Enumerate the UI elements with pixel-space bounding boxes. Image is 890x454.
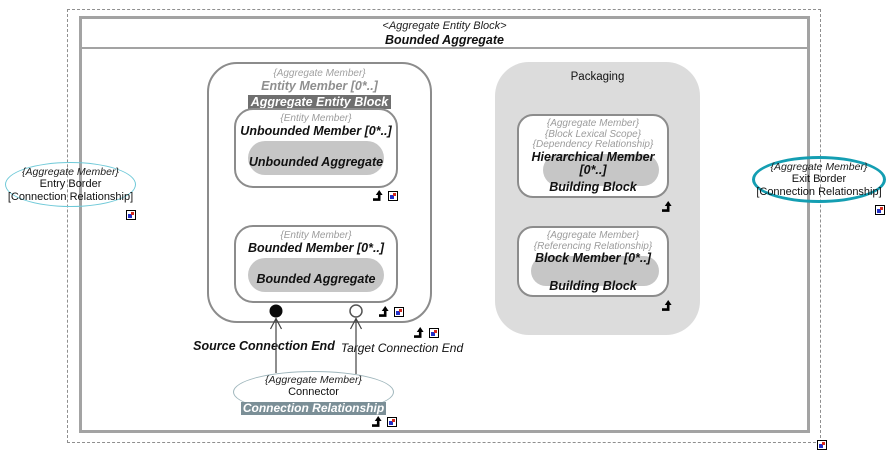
bent-up-arrow-icon[interactable] — [373, 190, 385, 201]
element-marker-icon[interactable] — [126, 210, 136, 220]
bent-up-arrow-icon[interactable] — [662, 300, 674, 311]
entity-member-name: Entity Member [0*..] — [261, 79, 378, 93]
source-connection-end-label: Source Connection End — [193, 339, 335, 353]
bounded-aggregate-shape[interactable]: Bounded Aggregate — [248, 258, 384, 292]
hierarchical-stereotype-3: {Dependency Relationship} — [532, 139, 654, 150]
entity-container-icons — [414, 327, 439, 338]
hierarchical-member-type: Building Block — [549, 180, 637, 194]
element-marker-icon[interactable] — [429, 327, 439, 338]
block-stereotype: <Aggregate Entity Block> — [382, 20, 507, 32]
bounded-aggregate-label: Bounded Aggregate — [256, 272, 376, 286]
entry-border-icons — [126, 210, 136, 220]
building-block-shape — [543, 154, 659, 186]
bent-up-arrow-icon[interactable] — [372, 416, 384, 427]
exit-border-name: Exit Border — [791, 173, 847, 185]
entry-border-type: [Connection Relationship] — [7, 190, 134, 203]
bent-up-arrow-icon[interactable] — [414, 327, 426, 338]
connector-stereotype: {Aggregate Member} — [265, 374, 362, 386]
exit-border-ellipse[interactable]: {Aggregate Member} Exit Border [Connecti… — [752, 156, 886, 203]
unbounded-member-block[interactable]: {Entity Member} Unbounded Member [0*..] … — [234, 108, 398, 188]
bounded-aggregate-block[interactable]: <Aggregate Entity Block> Bounded Aggrega… — [79, 16, 810, 433]
frame-marker-icons — [817, 440, 827, 450]
block-member-icons — [662, 300, 674, 311]
connector-name: Connector — [288, 386, 339, 398]
hierarchical-stereotype-2: {Block Lexical Scope} — [544, 128, 642, 140]
building-block-shape — [531, 256, 659, 286]
block-member-type: Building Block — [549, 279, 637, 293]
target-connection-end-label: Target Connection End — [340, 341, 464, 355]
connector-ellipse[interactable]: {Aggregate Member} Connector Connection … — [233, 371, 394, 415]
element-marker-icon[interactable] — [394, 306, 404, 317]
packaging-title: Packaging — [570, 71, 625, 83]
packaging-group[interactable]: Packaging {Aggregate Member} {Block Lexi… — [495, 62, 700, 335]
connector-type: Connection Relationship — [240, 400, 387, 415]
entry-border-name: Entry Border — [39, 178, 102, 190]
block-member-stereotype-2: {Referencing Relationship} — [533, 240, 653, 252]
block-member-block[interactable]: {Aggregate Member} {Referencing Relation… — [517, 226, 669, 297]
entry-border-ellipse[interactable]: {Aggregate Member} Entry Border [Connect… — [5, 162, 136, 207]
bounded-member-stereotype: {Entity Member} — [280, 230, 352, 241]
hierarchical-member-icons — [662, 201, 674, 212]
unbounded-member-stereotype: {Entity Member} — [280, 113, 352, 124]
bounded-member-block[interactable]: {Entity Member} Bounded Member [0*..] Bo… — [234, 225, 398, 303]
entry-border-stereotype: {Aggregate Member} — [22, 166, 119, 178]
hierarchical-member-name: Hierarchical Member [0*..] — [531, 149, 655, 177]
hierarchical-stereotype-1: {Aggregate Member} — [546, 118, 640, 129]
unbounded-member-icons — [373, 190, 398, 201]
block-member-stereotype-1: {Aggregate Member} — [546, 230, 640, 241]
element-marker-icon[interactable] — [387, 416, 397, 427]
hierarchical-member-block[interactable]: {Aggregate Member} {Block Lexical Scope}… — [517, 114, 669, 198]
element-marker-icon[interactable] — [875, 205, 885, 215]
block-title-compartment: <Aggregate Entity Block> Bounded Aggrega… — [82, 19, 807, 49]
element-marker-icon[interactable] — [817, 440, 827, 450]
bent-up-arrow-icon[interactable] — [379, 306, 391, 317]
exit-border-icons — [875, 205, 885, 215]
entity-member-container[interactable]: {Aggregate Member} Entity Member [0*..] … — [207, 62, 432, 323]
unbounded-aggregate-shape[interactable]: Unbounded Aggregate — [248, 141, 384, 175]
unbounded-member-name: Unbounded Member [0*..] — [240, 124, 392, 138]
entity-member-type: Aggregate Entity Block — [247, 95, 392, 109]
unbounded-aggregate-label: Unbounded Aggregate — [248, 155, 384, 169]
exit-border-type: [Connection Relationship] — [756, 185, 882, 198]
connector-icons — [372, 416, 397, 427]
bent-up-arrow-icon[interactable] — [662, 201, 674, 212]
element-marker-icon[interactable] — [388, 190, 398, 201]
exit-border-stereotype: {Aggregate Member} — [770, 161, 868, 173]
block-title: Bounded Aggregate — [385, 33, 504, 47]
aggregate-boundary-frame — [67, 9, 821, 443]
entity-member-stereotype: {Aggregate Member} — [273, 68, 366, 79]
block-member-name: Block Member [0*..] — [534, 251, 651, 265]
bounded-member-name: Bounded Member [0*..] — [247, 241, 385, 255]
bounded-member-icons — [379, 306, 404, 317]
